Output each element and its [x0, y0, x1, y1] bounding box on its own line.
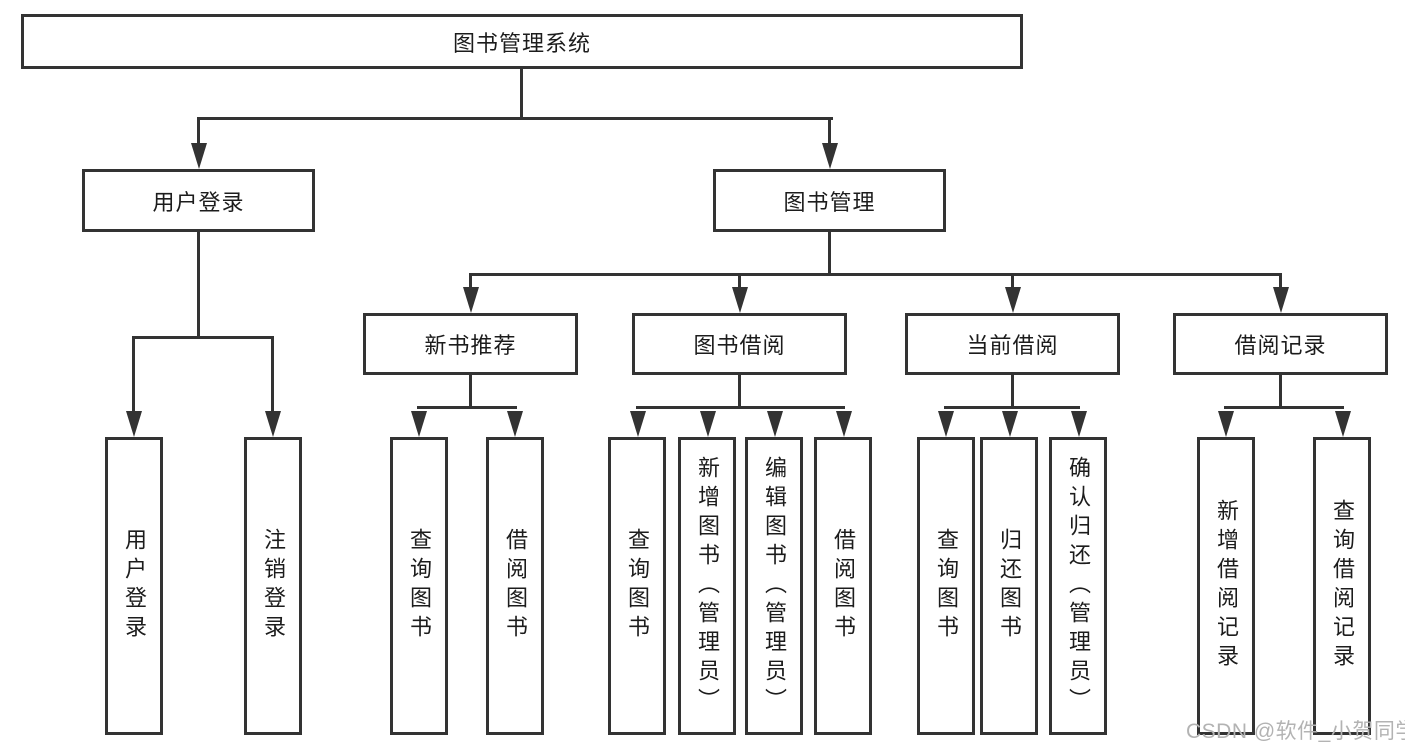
- connector-line: [738, 273, 741, 291]
- node-current-borrowing: 当前借阅: [905, 313, 1120, 375]
- leaf-add-books-admin: 新增图书（管理员）: [678, 437, 736, 735]
- leaf-add-borrow-record: 新增借阅记录: [1197, 437, 1255, 735]
- leaf-label: 用户登录: [122, 528, 147, 644]
- leaf-confirm-return-admin: 确认归还（管理员）: [1049, 437, 1107, 735]
- arrow-down-icon: [835, 411, 852, 437]
- leaf-label: 编辑图书（管理员）: [762, 455, 787, 717]
- connector-line: [132, 336, 274, 339]
- node-library-management-system: 图书管理系统: [21, 14, 1023, 69]
- leaf-query-books-current: 查询图书: [917, 437, 975, 735]
- arrow-down-icon: [1070, 411, 1087, 437]
- leaf-label: 新增图书（管理员）: [695, 455, 720, 717]
- node-label: 图书借阅: [693, 333, 786, 358]
- connector-line: [197, 117, 833, 120]
- leaf-edit-books-admin: 编辑图书（管理员）: [745, 437, 803, 735]
- connector-line: [1011, 375, 1014, 409]
- connector-line: [469, 273, 1282, 276]
- arrow-down-icon: [766, 411, 783, 437]
- connector-line: [828, 232, 831, 276]
- leaf-borrow-books-recommend: 借阅图书: [486, 437, 544, 735]
- leaf-label: 归还图书: [997, 528, 1022, 644]
- arrow-down-icon: [1001, 411, 1018, 437]
- leaf-label: 查询图书: [934, 528, 959, 644]
- connector-line: [197, 232, 200, 339]
- leaf-label: 查询图书: [407, 528, 432, 644]
- node-label: 用户登录: [152, 189, 245, 215]
- arrow-down-icon: [1217, 411, 1234, 437]
- node-book-borrowing: 图书借阅: [632, 313, 847, 375]
- leaf-query-books-borrowing: 查询图书: [608, 437, 666, 735]
- csdn-watermark: CSDN @软件_小贺同学: [1186, 720, 1405, 743]
- arrow-down-icon: [462, 287, 479, 313]
- leaf-query-books-recommend: 查询图书: [390, 437, 448, 735]
- connector-line: [271, 336, 274, 414]
- arrow-down-icon: [731, 287, 748, 313]
- leaf-query-borrow-record: 查询借阅记录: [1313, 437, 1371, 735]
- leaf-label: 新增借阅记录: [1214, 499, 1239, 673]
- node-label: 图书管理: [783, 189, 876, 215]
- node-label: 当前借阅: [966, 333, 1059, 358]
- arrow-down-icon: [938, 411, 954, 437]
- arrow-down-icon: [1272, 287, 1289, 313]
- connector-line: [636, 406, 845, 409]
- leaf-return-books: 归还图书: [980, 437, 1038, 735]
- node-label: 新书推荐: [424, 333, 517, 358]
- arrow-down-icon: [507, 411, 523, 437]
- arrow-down-icon: [411, 411, 427, 437]
- leaf-label: 借阅图书: [503, 528, 528, 644]
- arrow-down-icon: [699, 411, 716, 437]
- arrow-down-icon: [1334, 411, 1351, 437]
- connector-line: [520, 69, 523, 120]
- leaf-borrow-books-borrowing: 借阅图书: [814, 437, 872, 735]
- node-borrowing-records: 借阅记录: [1173, 313, 1388, 375]
- arrow-down-icon: [126, 411, 142, 437]
- connector-line: [1011, 273, 1014, 291]
- connector-line: [944, 406, 1080, 409]
- connector-line: [828, 117, 831, 147]
- connector-line: [469, 273, 472, 291]
- leaf-logout: 注销登录: [244, 437, 302, 735]
- leaf-label: 查询借阅记录: [1330, 499, 1355, 673]
- node-label: 图书管理系统: [452, 30, 591, 56]
- connector-line: [132, 336, 135, 414]
- arrow-down-icon: [190, 143, 207, 169]
- arrow-down-icon: [1004, 287, 1021, 313]
- node-new-book-recommendation: 新书推荐: [363, 313, 578, 375]
- leaf-user-login: 用户登录: [105, 437, 163, 735]
- connector-line: [1279, 273, 1282, 291]
- arrow-down-icon: [265, 411, 281, 437]
- connector-line: [1279, 375, 1282, 409]
- node-label: 借阅记录: [1234, 333, 1327, 358]
- connector-line: [1224, 406, 1344, 409]
- connector-line: [469, 375, 472, 409]
- connector-line: [738, 375, 741, 409]
- leaf-label: 确认归还（管理员）: [1066, 455, 1091, 717]
- arrow-down-icon: [821, 143, 838, 169]
- connector-line: [197, 117, 200, 147]
- leaf-label: 查询图书: [625, 528, 650, 644]
- node-user-login: 用户登录: [82, 169, 315, 232]
- arrow-down-icon: [629, 411, 646, 437]
- leaf-label: 借阅图书: [831, 528, 856, 644]
- connector-line: [417, 406, 517, 409]
- node-book-management: 图书管理: [713, 169, 946, 232]
- leaf-label: 注销登录: [261, 528, 286, 644]
